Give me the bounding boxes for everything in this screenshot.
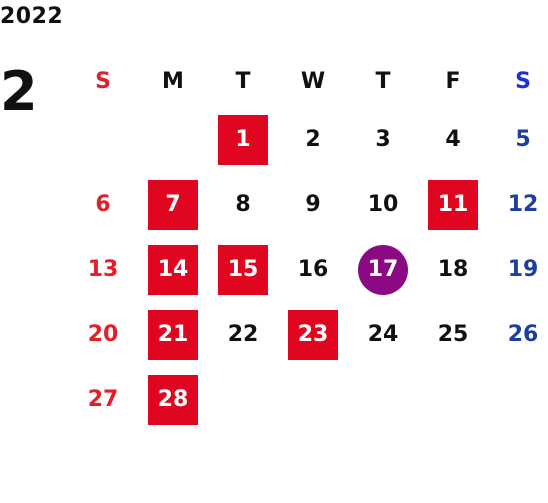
weekday-header-row: S M T W T F S [68, 55, 548, 107]
day-cell[interactable]: 5 [488, 107, 548, 172]
day-cell [488, 367, 548, 432]
day-number: 24 [367, 322, 399, 347]
sunday-day-number: 20 [87, 322, 119, 347]
week-row: 6 7 8 9 10 11 12 [68, 172, 548, 237]
day-cell [278, 367, 348, 432]
day-cell[interactable]: 16 [278, 237, 348, 302]
weekday-header-sat: S [515, 68, 531, 94]
saturday-day-number: 19 [507, 257, 539, 282]
weekday-header-wed: W [300, 68, 326, 94]
day-cell[interactable]: 4 [418, 107, 488, 172]
day-cell [208, 367, 278, 432]
holiday-day-number: 14 [148, 244, 198, 295]
day-number: 3 [375, 127, 391, 152]
holiday-day-number: 7 [148, 179, 198, 230]
day-cell [138, 107, 208, 172]
day-number: 8 [235, 192, 251, 217]
holiday-day-number: 1 [218, 114, 268, 165]
day-cell[interactable]: 2 [278, 107, 348, 172]
day-cell[interactable]: 23 [278, 302, 348, 367]
day-cell[interactable]: 14 [138, 237, 208, 302]
day-number: 25 [437, 322, 469, 347]
holiday-day-number: 11 [428, 179, 478, 230]
week-row: 20 21 22 23 24 25 26 [68, 302, 548, 367]
weekday-header-fri: F [445, 68, 461, 94]
holiday-day-number: 23 [288, 309, 338, 360]
week-row: 13 14 15 16 17 18 19 [68, 237, 548, 302]
year-label: 2022 [0, 4, 64, 29]
month-label: 2 [0, 60, 38, 123]
week-row: 1 2 3 4 5 [68, 107, 548, 172]
day-cell[interactable]: 26 [488, 302, 548, 367]
day-cell[interactable]: 24 [348, 302, 418, 367]
holiday-day-number: 21 [148, 309, 198, 360]
day-cell[interactable]: 9 [278, 172, 348, 237]
day-number: 2 [305, 127, 321, 152]
weekday-header-mon: M [162, 68, 184, 94]
day-number: 10 [367, 192, 399, 217]
day-cell[interactable]: 1 [208, 107, 278, 172]
saturday-day-number: 12 [507, 192, 539, 217]
today-day-number: 17 [358, 244, 408, 295]
day-number: 22 [227, 322, 259, 347]
day-number: 4 [445, 127, 461, 152]
day-cell [418, 367, 488, 432]
day-cell[interactable]: 12 [488, 172, 548, 237]
day-cell[interactable]: 28 [138, 367, 208, 432]
weekday-header-tue: T [235, 68, 251, 94]
day-cell[interactable]: 7 [138, 172, 208, 237]
day-cell[interactable]: 11 [418, 172, 488, 237]
sunday-day-number: 13 [87, 257, 119, 282]
weekday-header-sun: S [95, 68, 111, 94]
day-cell[interactable]: 20 [68, 302, 138, 367]
day-cell[interactable]: 27 [68, 367, 138, 432]
day-cell[interactable]: 3 [348, 107, 418, 172]
day-number: 18 [437, 257, 469, 282]
sunday-day-number: 6 [95, 192, 111, 217]
saturday-day-number: 5 [515, 127, 531, 152]
day-cell[interactable]: 17 [348, 237, 418, 302]
day-number: 9 [305, 192, 321, 217]
holiday-day-number: 15 [218, 244, 268, 295]
week-row: 27 28 [68, 367, 548, 432]
day-cell [348, 367, 418, 432]
day-cell[interactable]: 6 [68, 172, 138, 237]
day-cell[interactable]: 10 [348, 172, 418, 237]
day-cell[interactable]: 25 [418, 302, 488, 367]
weekday-header-thu: T [375, 68, 391, 94]
day-cell [68, 107, 138, 172]
day-cell[interactable]: 22 [208, 302, 278, 367]
sunday-day-number: 27 [87, 387, 119, 412]
holiday-day-number: 28 [148, 374, 198, 425]
day-cell[interactable]: 18 [418, 237, 488, 302]
day-cell[interactable]: 15 [208, 237, 278, 302]
day-number: 16 [297, 257, 329, 282]
day-cell[interactable]: 13 [68, 237, 138, 302]
saturday-day-number: 26 [507, 322, 539, 347]
day-cell[interactable]: 8 [208, 172, 278, 237]
day-cell[interactable]: 21 [138, 302, 208, 367]
day-cell[interactable]: 19 [488, 237, 548, 302]
